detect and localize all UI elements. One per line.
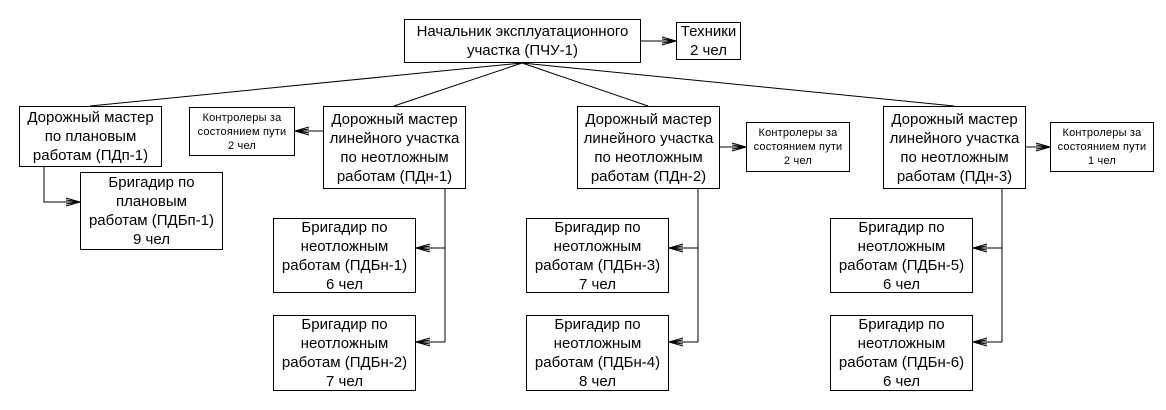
- node-text-line: неотложным: [857, 335, 946, 352]
- edge-head-pdp1: [89, 62, 523, 107]
- node-text-line: работам (ПДБн-4): [534, 354, 661, 371]
- node-text-line: работам (ПДБн-1): [281, 256, 408, 274]
- node-pdbn3: Бригадир по неотложным работам (ПДБн-3) …: [526, 218, 669, 293]
- node-text-line: 6 чел: [883, 373, 920, 390]
- node-controllers-3: Контролеры за состоянием пути 1 чел: [1050, 122, 1154, 172]
- node-text-line: работам (ПДБн-6): [838, 354, 965, 371]
- node-pdbn6: Бригадир по неотложным работам (ПДБн-6) …: [830, 315, 973, 391]
- node-technicians: Техники 2 чел: [676, 22, 741, 60]
- edge-pdn3-pdbn5-arrowhead-inner: [972, 245, 988, 251]
- node-text-line: Дорожный мастер: [27, 109, 154, 126]
- node-text-line: участка (ПЧУ-1): [466, 42, 579, 59]
- edge-head-pdn2: [521, 62, 649, 107]
- edge-pdn1-ctrl1-arrowhead-inner: [294, 128, 310, 134]
- node-controllers-2: Контролеры за состоянием пути 2 чел: [746, 122, 850, 172]
- node-text-line: линейного участка: [889, 129, 1020, 147]
- edge-pdn3-pdbn6-arrowhead-inner: [972, 339, 988, 345]
- node-text-line: 9 чел: [133, 231, 170, 248]
- node-text-line: Бригадир по: [858, 218, 945, 236]
- edge-pdn1-pdbn2-arrowhead-inner: [415, 339, 431, 345]
- edge-pdn1-pdbn1-arrowhead-inner: [415, 245, 431, 251]
- node-pdbp1: Бригадир по плановым работам (ПДБп-1) 9 …: [80, 172, 223, 250]
- node-text-line: работам (ПДн-1): [336, 167, 453, 185]
- node-text-line: работам (ПДБн-3): [534, 256, 661, 274]
- node-text-line: 1 чел: [1087, 155, 1117, 167]
- node-text-line: плановым: [116, 193, 187, 210]
- node-text-line: по плановым: [44, 128, 137, 145]
- node-text-line: линейного участка: [583, 129, 714, 147]
- node-pdbn2: Бригадир по неотложным работам (ПДБн-2) …: [273, 315, 416, 391]
- node-text-line: Контролеры за: [758, 127, 838, 139]
- node-text-line: 7 чел: [326, 373, 363, 390]
- node-text-line: по неотложным: [594, 148, 703, 166]
- node-text-line: Бригадир по: [554, 218, 641, 236]
- edge-pdn2-pdbn4-arrowhead-inner: [668, 339, 684, 345]
- node-text-line: Техники: [680, 23, 737, 40]
- node-text-line: неотложным: [300, 237, 389, 255]
- node-text-line: 2 чел: [227, 139, 257, 152]
- edge-head-pdn1: [393, 62, 523, 107]
- node-text-line: работам (ПДБп-1): [88, 212, 215, 229]
- node-text-line: Дорожный мастер: [891, 110, 1018, 128]
- node-text-line: 6 чел: [883, 275, 920, 293]
- node-text-line: состоянием пути: [753, 141, 843, 153]
- node-head: Начальник эксплуатационного участка (ПЧУ…: [404, 19, 641, 63]
- node-text-line: 6 чел: [326, 275, 363, 293]
- edge-pdp1-pdbp1: [43, 167, 80, 203]
- node-text-line: состоянием пути: [197, 125, 287, 138]
- node-text-line: Дорожный мастер: [331, 110, 458, 128]
- node-text-line: неотложным: [300, 335, 389, 352]
- node-text-line: 2 чел: [690, 42, 727, 59]
- node-text-line: Бригадир по: [301, 218, 388, 236]
- node-text-line: неотложным: [553, 237, 642, 255]
- node-text-line: Начальник эксплуатационного: [416, 23, 629, 40]
- node-pdn3: Дорожный мастер линейного участка по нео…: [883, 106, 1026, 189]
- node-text-line: по неотложным: [340, 148, 449, 166]
- node-text-line: Контролеры за: [1062, 127, 1142, 139]
- node-text-line: работам (ПДн-3): [896, 167, 1013, 185]
- node-text-line: неотложным: [857, 237, 946, 255]
- node-text-line: 2 чел: [783, 155, 813, 167]
- edge-pdn2-pdbn3-arrowhead-inner: [668, 245, 684, 251]
- node-text-line: Бригадир по: [554, 316, 641, 333]
- node-text-line: Бригадир по: [858, 316, 945, 333]
- edge-head-pdn3: [521, 62, 955, 107]
- node-text-line: работам (ПДп-1): [32, 147, 149, 164]
- node-text-line: Бригадир по: [301, 316, 388, 333]
- node-pdn2: Дорожный мастер линейного участка по нео…: [577, 106, 720, 189]
- node-controllers-1: Контролеры за состоянием пути 2 чел: [189, 107, 295, 156]
- node-text-line: работам (ПДн-2): [590, 167, 707, 185]
- node-text-line: 8 чел: [579, 373, 616, 390]
- node-pdbn4: Бригадир по неотложным работам (ПДБн-4) …: [526, 315, 669, 391]
- node-text-line: работам (ПДБн-5): [838, 256, 965, 274]
- node-text-line: 7 чел: [579, 275, 616, 293]
- node-pdp1: Дорожный мастер по плановым работам (ПДп…: [19, 106, 162, 167]
- node-text-line: по неотложным: [900, 148, 1009, 166]
- node-pdbn1: Бригадир по неотложным работам (ПДБн-1) …: [273, 218, 416, 293]
- node-text-line: Контролеры за: [202, 111, 282, 124]
- node-pdbn5: Бригадир по неотложным работам (ПДБн-5) …: [830, 218, 973, 293]
- node-text-line: Дорожный мастер: [585, 110, 712, 128]
- node-text-line: состоянием пути: [1057, 141, 1147, 153]
- node-text-line: Бригадир по: [108, 174, 195, 191]
- node-pdn1: Дорожный мастер линейного участка по нео…: [323, 106, 466, 189]
- node-text-line: работам (ПДБн-2): [281, 354, 408, 371]
- node-text-line: неотложным: [553, 335, 642, 352]
- node-text-line: линейного участка: [329, 129, 460, 147]
